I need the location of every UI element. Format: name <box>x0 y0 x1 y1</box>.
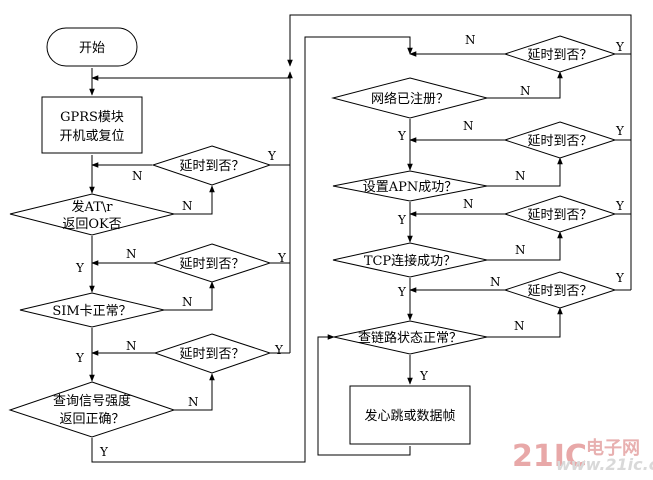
apn-label: 设置APN成功？ <box>363 180 458 195</box>
branch-no-label: N <box>188 395 199 409</box>
send-label: 发心跳或数据帧 <box>364 408 455 424</box>
branch-yes-label: Y <box>397 213 407 227</box>
node-send-heartbeat: 发心跳或数据帧 <box>349 385 471 445</box>
timeout-label-2: 延时到否？ <box>179 257 244 272</box>
watermark-url: www.21ic.com <box>556 455 653 474</box>
decision-timeout-6: 延时到否？ <box>503 195 617 233</box>
watermark-site: 电子网 <box>586 437 640 459</box>
gprs-label-line1: GPRS模块 <box>60 110 124 125</box>
decision-timeout-4: 延时到否？ <box>503 35 617 73</box>
timeout-label-7: 延时到否？ <box>527 284 592 299</box>
node-start: 开始 <box>46 27 138 67</box>
timeout-label-5: 延时到否？ <box>527 134 592 149</box>
decision-link-ok: 查链路状态正常？ <box>333 320 488 355</box>
start-label: 开始 <box>79 41 105 56</box>
branch-yes-label: Y <box>397 129 407 143</box>
branch-yes-label: Y <box>267 149 277 163</box>
branch-no-label: N <box>515 243 526 257</box>
branch-yes-label: Y <box>615 271 625 285</box>
branch-no-label: N <box>463 119 474 133</box>
decision-timeout-1: 延时到否？ <box>151 145 272 186</box>
node-gprs-module: GPRS模块 开机或复位 <box>41 96 143 154</box>
decision-timeout-7: 延时到否？ <box>503 271 617 309</box>
branch-yes-label: Y <box>277 251 287 265</box>
decision-timeout-5: 延时到否？ <box>503 121 617 159</box>
branch-no-label: N <box>126 247 137 261</box>
tcp-label: TCP连接成功？ <box>364 253 456 269</box>
branch-yes-label: Y <box>615 124 625 138</box>
branch-yes-label: Y <box>75 261 85 275</box>
branch-no-label: N <box>182 295 193 309</box>
connectors <box>89 14 632 463</box>
branch-yes-label: Y <box>615 199 625 213</box>
decision-apn-ok: 设置APN成功？ <box>332 170 488 202</box>
branch-yes-label: Y <box>75 351 85 365</box>
branch-no-label: N <box>514 319 525 333</box>
signal-label-line2: 返回正确？ <box>59 412 124 427</box>
timeout-label-4: 延时到否？ <box>527 48 592 63</box>
timeout-label-3: 延时到否？ <box>179 347 244 362</box>
decision-signal-ok: 查询信号强度 返回正确？ <box>8 381 176 438</box>
decision-timeout-2: 延时到否？ <box>152 243 272 283</box>
branch-no-label: N <box>515 169 526 183</box>
net-reg-label: 网络已注册？ <box>371 91 449 107</box>
decision-at-ok: 发AT\r 返回OK否 <box>9 193 175 236</box>
branch-labels: N Y N Y N Y N Y N Y N Y N Y N Y N Y N Y … <box>75 33 625 459</box>
branch-no-label: N <box>132 169 143 183</box>
sim-label: SIM卡正常？ <box>52 304 131 319</box>
decision-network-registered: 网络已注册？ <box>331 77 489 119</box>
decision-sim-ok: SIM卡正常？ <box>19 292 165 328</box>
watermark-logo: 21IC 电子网 www.21ic.com <box>512 437 653 474</box>
decision-tcp-ok: TCP连接成功？ <box>332 242 488 278</box>
branch-no-label: N <box>490 275 501 289</box>
gprs-label-line2: 开机或复位 <box>59 129 124 144</box>
at-label-line1: 发AT\r <box>72 199 114 215</box>
timeout-label-6: 延时到否？ <box>527 208 592 223</box>
branch-yes-label: Y <box>615 40 625 54</box>
timeout-label-1: 延时到否？ <box>179 159 244 174</box>
branch-no-label: N <box>520 84 531 98</box>
decision-timeout-3: 延时到否？ <box>153 333 272 374</box>
link-label: 查链路状态正常？ <box>358 330 462 346</box>
branch-yes-label: Y <box>419 369 429 383</box>
branch-no-label: N <box>126 339 137 353</box>
signal-label-line1: 查询信号强度 <box>53 393 131 409</box>
branch-no-label: N <box>182 199 193 213</box>
branch-yes-label: Y <box>99 445 109 459</box>
at-label-line2: 返回OK否 <box>62 217 121 232</box>
watermark-brand: 21IC <box>512 439 587 474</box>
branch-no-label: N <box>465 33 476 47</box>
branch-no-label: N <box>463 197 474 211</box>
branch-yes-label: Y <box>397 285 407 299</box>
branch-yes-label: Y <box>274 343 284 357</box>
